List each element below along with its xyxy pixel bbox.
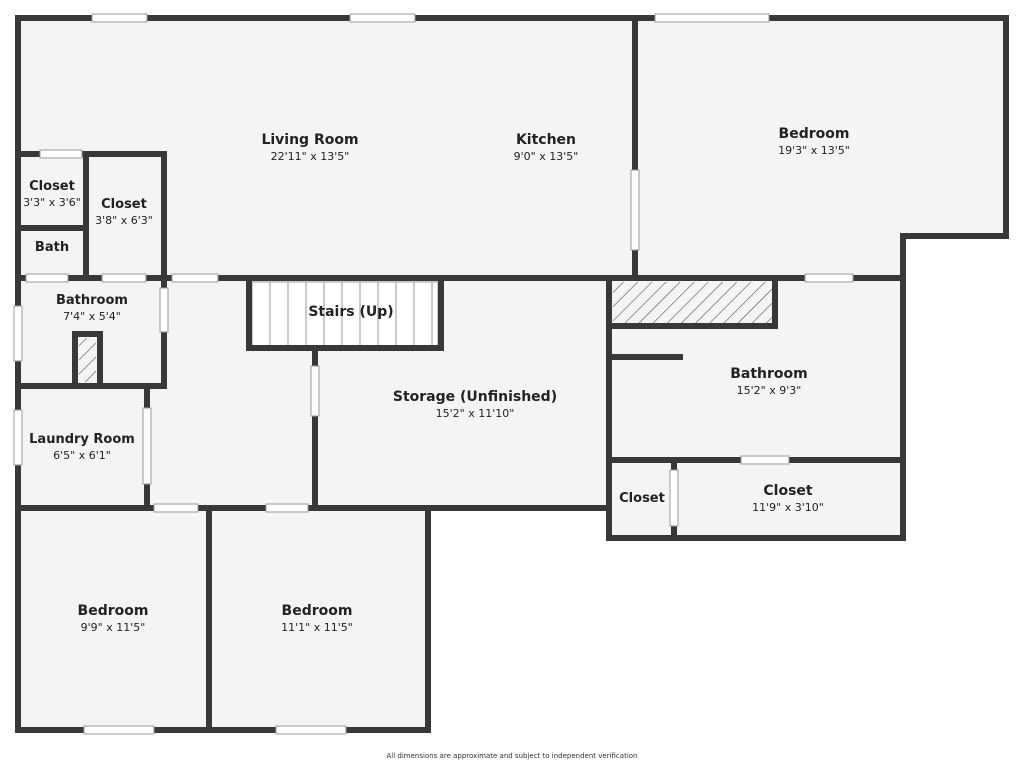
- bedroom-bottom-mid-name: Bedroom: [282, 603, 353, 619]
- bath-name: Bath: [35, 240, 69, 255]
- bedroom-top-right-dims: 19'3" x 13'5": [778, 144, 850, 157]
- window-bedroom-bm: [275, 725, 347, 735]
- door-bedroom-bl: [153, 503, 199, 513]
- door-closet-small: [39, 149, 83, 159]
- closet-right-name: Closet: [763, 483, 813, 499]
- bathroom-left-dims: 7'4" x 5'4": [63, 310, 121, 323]
- door-bathroom-left: [159, 287, 169, 333]
- closet-small-dims: 3'3" x 3'6": [23, 196, 81, 209]
- bedroom-bottom-left-dims: 9'9" x 11'5": [81, 621, 146, 634]
- living-room-name: Living Room: [261, 132, 358, 148]
- bathroom-right-dims: 15'2" x 9'3": [737, 384, 802, 397]
- door-storage: [310, 365, 320, 417]
- closet-mid-dims: 3'8" x 6'3": [95, 214, 153, 227]
- window-top-1: [91, 13, 148, 23]
- closet-right-small-name: Closet: [619, 491, 665, 506]
- door-kitchen-bedroom: [630, 169, 640, 251]
- door-closet-right: [740, 455, 790, 465]
- bathroom-right-name: Bathroom: [730, 366, 808, 382]
- door-closet-mid: [101, 273, 147, 283]
- window-top-2: [349, 13, 416, 23]
- disclaimer-footer: All dimensions are approximate and subje…: [387, 752, 638, 760]
- kitchen-dims: 9'0" x 13'5": [514, 150, 579, 163]
- window-top-3: [654, 13, 770, 23]
- bedroom-bottom-left-name: Bedroom: [78, 603, 149, 619]
- floor-fills: [18, 18, 1006, 730]
- closet-small-name: Closet: [29, 179, 75, 194]
- hatched-chase-right: [613, 282, 773, 326]
- door-hall: [171, 273, 219, 283]
- laundry-name: Laundry Room: [29, 432, 135, 447]
- window-laundry: [13, 409, 23, 466]
- openings: [13, 13, 854, 735]
- laundry-dims: 6'5" x 6'1": [53, 449, 111, 462]
- window-bathroom-left: [13, 305, 23, 362]
- storage-dims: 15'2" x 11'10": [436, 407, 515, 420]
- bathroom-left-name: Bathroom: [56, 293, 128, 308]
- stairs-name: Stairs (Up): [308, 304, 393, 320]
- kitchen-name: Kitchen: [516, 132, 576, 148]
- window-bedroom-bl: [83, 725, 155, 735]
- stair-treads: [251, 281, 439, 347]
- storage-name: Storage (Unfinished): [393, 389, 557, 405]
- room-labels: Living Room 22'11" x 13'5" Kitchen 9'0" …: [23, 126, 850, 634]
- bedroom-top-right-name: Bedroom: [779, 126, 850, 142]
- door-bedroom-bath: [804, 273, 854, 283]
- closet-right-dims: 11'9" x 3'10": [752, 501, 824, 514]
- bedroom-bottom-mid-dims: 11'1" x 11'5": [281, 621, 353, 634]
- door-bedroom-bm: [265, 503, 309, 513]
- living-room-dims: 22'11" x 13'5": [271, 150, 350, 163]
- door-laundry: [142, 407, 152, 485]
- closet-mid-name: Closet: [101, 197, 147, 212]
- hatched-chase-left: [79, 338, 96, 382]
- door-closet-right-small: [669, 469, 679, 527]
- floor-upper: [18, 18, 1006, 730]
- door-bath: [25, 273, 69, 283]
